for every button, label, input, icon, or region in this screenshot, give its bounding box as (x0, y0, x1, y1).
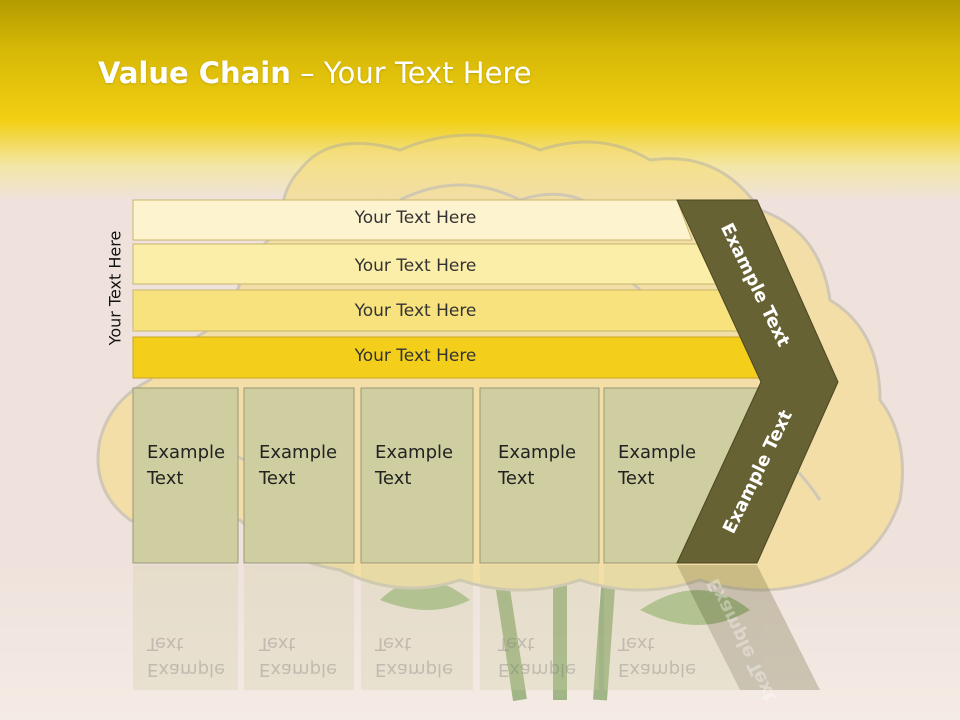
box-text-2-line2: Text (259, 468, 296, 489)
row-label-2: Your Text Here (354, 256, 477, 276)
reflection-line: Example (259, 659, 338, 680)
reflection-line: Text (259, 633, 296, 654)
reflection-line: Text (498, 633, 535, 654)
box-text-4-line2: Text (498, 468, 535, 489)
row-label-3: Your Text Here (354, 301, 477, 321)
box-text-1-line1: Example (147, 442, 226, 463)
box-text-1-reflection: Example Text (147, 630, 225, 682)
box-text-5-line2: Text (618, 468, 655, 489)
reflection-line: Example (375, 659, 454, 680)
box-text-4-line1: Example (498, 442, 577, 463)
vertical-axis-label: Your Text Here (105, 230, 125, 346)
reflection-line: Text (375, 633, 412, 654)
reflection-line: Text (147, 633, 184, 654)
box-1 (132, 387, 239, 564)
box-text-5-reflection: Example Text (618, 630, 696, 682)
box-text-3-reflection: Example Text (375, 630, 453, 682)
reflection-line: Example (618, 659, 697, 680)
box-4 (479, 387, 600, 564)
box-text-4-reflection: Example Text (498, 630, 576, 682)
box-3 (360, 387, 474, 564)
title-rest: – Your Text Here (290, 56, 532, 90)
reflection-line: Example (498, 659, 577, 680)
box-text-2-line1: Example (259, 442, 338, 463)
reflection-line: Example (147, 659, 226, 680)
value-chevron (676, 199, 839, 564)
reflection (133, 565, 820, 690)
box-2 (243, 387, 355, 564)
row-label-1: Your Text Here (354, 208, 477, 228)
box-text-2-reflection: Example Text (259, 630, 337, 682)
slide-title: Value Chain – Your Text Here (98, 56, 532, 90)
reflection-line: Text (618, 633, 655, 654)
title-bold: Value Chain (98, 56, 291, 90)
box-text-1-line2: Text (147, 468, 184, 489)
box-text-3-line1: Example (375, 442, 454, 463)
box-text-3-line2: Text (375, 468, 412, 489)
row-label-4: Your Text Here (354, 346, 477, 366)
box-text-5-line1: Example (618, 442, 697, 463)
row-band-1 (132, 199, 693, 241)
